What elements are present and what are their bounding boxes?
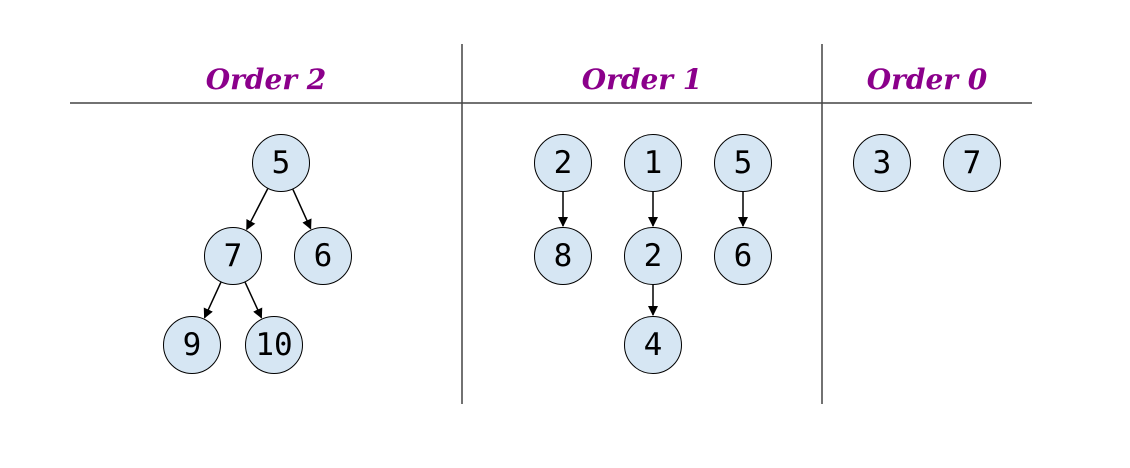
tree-node: 7 <box>204 227 262 285</box>
tree-node: 3 <box>853 134 911 192</box>
tree-node: 1 <box>624 134 682 192</box>
tree-node: 4 <box>624 316 682 374</box>
tree-edge-arrow <box>244 282 263 319</box>
heading-order-2: Order 2 <box>205 63 327 96</box>
tree-node: 5 <box>714 134 772 192</box>
tree-edge-arrow <box>246 188 269 231</box>
tree-edge-arrow <box>203 282 222 319</box>
tree-edge-arrow <box>292 189 312 230</box>
heading-order-1: Order 1 <box>581 63 703 96</box>
tree-node: 8 <box>534 227 592 285</box>
tree-node: 10 <box>245 316 303 374</box>
tree-node: 6 <box>714 227 772 285</box>
tree-node: 6 <box>294 227 352 285</box>
tree-node: 7 <box>943 134 1001 192</box>
edges-layer <box>203 188 748 319</box>
tree-node: 5 <box>252 134 310 192</box>
tree-node: 9 <box>163 316 221 374</box>
tree-node: 2 <box>624 227 682 285</box>
heading-order-0: Order 0 <box>866 63 988 96</box>
tree-node: 2 <box>534 134 592 192</box>
